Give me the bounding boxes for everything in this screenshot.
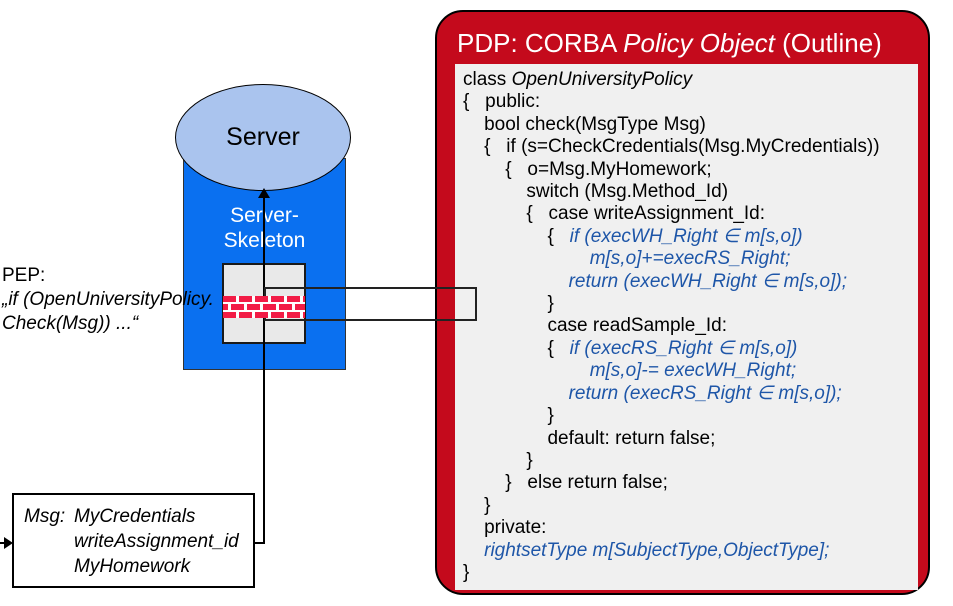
msg-box: Msg: MyCredentials writeAssignment_id My… [12,493,255,588]
code-line: rightsetType m[SubjectType,ObjectType]; [463,540,914,562]
code-line: m[s,o]-= execWH_Right; [463,360,914,382]
code-line: class OpenUniversityPolicy [463,69,914,91]
code-segment [463,360,590,381]
code-line: bool check(MsgType Msg) [463,114,914,136]
msg-label: Msg: [24,506,66,527]
incoming-msg-arrow-line [0,541,7,544]
code-segment: { public: [463,91,541,113]
code-segment [463,383,569,404]
msg-box-link-line [255,541,265,544]
code-segment: { if (s=CheckCredentials(Msg.MyCredentia… [463,136,880,158]
code-segment: private: [463,517,547,539]
code-segment: m[s,o]+=execRS_Right; [589,248,791,270]
code-line: default: return false; [463,428,914,450]
code-line: m[s,o]+=execRS_Right; [463,248,914,270]
code-segment: return (execWH_Right ∈ m[s,o]); [568,270,847,292]
code-line: { if (execRS_Right ∈ m[s,o]) [463,338,914,360]
code-segment: switch (Msg.Method_Id) [463,181,729,203]
code-segment: m[s,o]-= execWH_Right; [589,360,797,382]
code-line: { public: [463,91,914,113]
msg-row: writeAssignment_id [24,529,253,554]
pep-code-line2: Check(Msg)) ...“ [2,313,139,334]
pdp-title-prefix: PDP: CORBA [457,28,624,58]
pdp-box: PDP: CORBA Policy Object (Outline) class… [435,10,930,595]
code-line: } [463,562,914,584]
pep-code-line1: „if (OpenUniversityPolicy. [2,289,214,310]
server-skeleton-label-line1: Server- [183,203,346,228]
server-skeleton-label-line2: Skeleton [183,228,346,253]
code-line: { if (s=CheckCredentials(Msg.MyCredentia… [463,136,914,158]
code-line: case readSample_Id: [463,315,914,337]
code-segment: } [463,405,554,427]
msg-field-method: writeAssignment_id [74,531,239,552]
msg-row: Msg: MyCredentials [24,504,253,529]
code-segment: bool check(MsgType Msg) [463,113,706,135]
msg-to-server-arrowhead-icon [257,188,270,198]
code-segment: case readSample_Id: [463,315,728,337]
code-line: switch (Msg.Method_Id) [463,181,914,203]
code-segment: class [463,69,512,90]
code-line: { if (execWH_Right ∈ m[s,o]) [463,226,914,248]
msg-field-credentials: MyCredentials [74,506,196,527]
pdp-title: PDP: CORBA Policy Object (Outline) [457,28,917,58]
code-line: } [463,495,914,517]
code-segment: } [463,561,470,583]
pdp-title-italic: Policy Object [623,28,775,58]
code-segment: rightsetType m[SubjectType,ObjectType]; [484,539,830,561]
code-segment: OpenUniversityPolicy [511,69,693,90]
code-segment: { o=Msg.MyHomework; [463,158,712,180]
msg-to-server-arrow-line [262,197,265,543]
code-segment [463,540,484,561]
code-line: } [463,405,914,427]
code-segment: { case writeAssignment_Id: [463,203,766,225]
code-line: } else return false; [463,472,914,494]
code-segment: { [463,337,570,359]
msg-row: MyHomework [24,554,253,579]
code-segment: if (execRS_Right ∈ m[s,o]) [569,337,798,359]
code-segment: return (execRS_Right ∈ m[s,o]); [568,382,842,404]
server-skeleton-label: Server- Skeleton [183,203,346,253]
code-line: { case writeAssignment_Id: [463,203,914,225]
msg-field-homework: MyHomework [74,556,191,577]
code-segment: { [463,225,570,247]
code-line: } [463,450,914,472]
code-line: } [463,293,914,315]
pep-label: PEP: [2,265,46,286]
incoming-msg-arrowhead-icon [4,536,13,549]
pdp-title-suffix: (Outline) [774,28,882,58]
code-segment: default: return false; [463,427,716,449]
server-ellipse: Server [175,84,351,191]
code-segment: } [463,293,554,315]
code-line: return (execWH_Right ∈ m[s,o]); [463,271,914,293]
msg-label-spacer [24,529,74,554]
code-segment: if (execWH_Right ∈ m[s,o]) [569,225,803,247]
code-segment [463,248,590,269]
pep-text-block: PEP: „if (OpenUniversityPolicy. Check(Ms… [2,264,214,336]
code-line: return (execRS_Right ∈ m[s,o]); [463,383,914,405]
policy-code-panel: class OpenUniversityPolicy{ public: bool… [455,64,918,590]
msg-label-spacer [24,554,74,579]
code-line: private: [463,517,914,539]
code-segment: } else return false; [463,472,668,494]
code-segment [463,271,569,292]
code-line: { o=Msg.MyHomework; [463,159,914,181]
server-label: Server [226,123,300,151]
firewall-brick-pattern [223,296,305,318]
code-segment: } [463,449,533,471]
code-segment: } [463,494,491,516]
